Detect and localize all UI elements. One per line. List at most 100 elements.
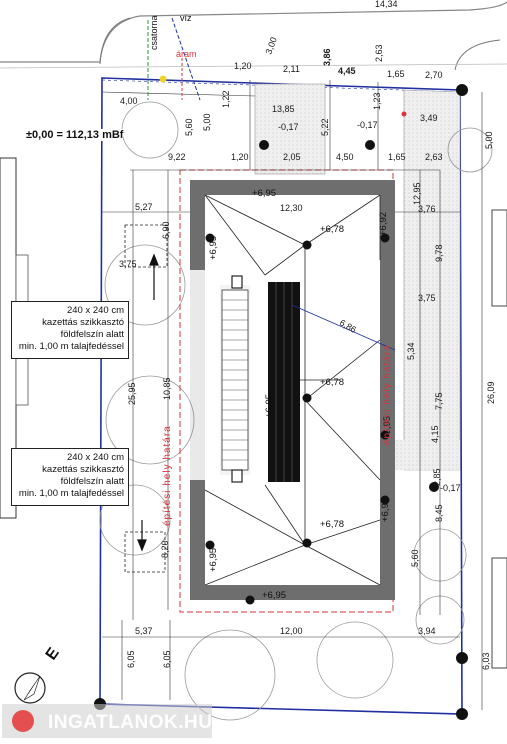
utility-point [159,75,167,83]
dim-text: 12,00 [280,626,303,636]
level-marker [429,482,439,492]
dim-text: -0,17 [278,122,299,132]
roof-line [204,194,306,246]
level-text: +6,78 [320,519,344,530]
dim-text: 1,20 [234,61,252,71]
watermark-text: INGATLANOK.HU [48,712,213,733]
dim-text: 3,00 [264,36,279,56]
level-marker [245,595,255,605]
dim-text: 2,05 [283,152,301,162]
dim-text: 9,78 [434,244,444,262]
level-marker [302,393,312,403]
dim-text: 6,05 [126,650,136,668]
level-marker [380,233,390,243]
dim-text: 9,22 [168,152,186,162]
staircase [221,275,249,483]
roof-line [304,519,381,546]
dim-text: 5,37 [135,626,153,636]
tree [105,375,195,465]
roof-line [304,339,381,401]
dim-text: 12,30 [280,203,303,213]
dim-text: 2,63 [374,44,384,62]
dim-text: 2,85 [432,468,442,486]
level-marker [380,495,390,505]
soakaway-box-top [124,224,168,268]
note-line: kazettás szikkasztó [42,464,124,475]
level-marker [302,538,312,548]
dim-text: 3,86 [322,48,332,66]
dim-text: 2,11 [283,64,300,74]
dim-text: 5,34 [406,342,416,360]
note-line: 240 x 240 cm [66,305,124,316]
roof-line [204,544,306,586]
paved-entry [254,83,326,175]
dim-text: 3,75 [418,293,436,303]
level-marker [259,140,269,150]
level-text: +6,95 [264,394,275,418]
watermark-logo-icon [12,710,34,732]
paved-driveway [403,89,461,471]
solar-panel-array [268,282,300,482]
soakaway-box-bottom [124,531,166,573]
building-site-label-right: építési hely határa [382,344,393,445]
soakaway-note-bottom: 240 x 240 cm kazettás szikkasztó földfel… [11,448,129,506]
dimension-lines [101,80,483,710]
level-marker [365,140,375,150]
note-line: földfelszín alatt [60,476,124,487]
dim-text: 5,22 [320,118,330,136]
roof-line [204,194,266,276]
dim-text: 10,85 [162,377,172,400]
dim-text: 7,75 [434,392,444,410]
tree [316,621,394,699]
level-marker [456,708,468,720]
dim-text: 4,50 [336,152,354,162]
note-line: min. 1,00 m talajfedéssel [18,488,124,499]
level-text: +6,78 [320,224,344,235]
note-line: 240 x 240 cm [66,452,124,463]
roof-line [264,484,306,546]
dim-line [101,91,256,97]
neighbour-building-right-2 [491,557,507,669]
dim-text: 3,75 [119,259,137,269]
dim-text: -0,17 [440,483,461,493]
level-marker [456,84,468,96]
level-marker [205,540,215,550]
dim-text: 1,22 [221,90,231,108]
dim-text: 5,60 [410,549,420,567]
dim-text: 3,94 [418,626,436,636]
dim-text: 14,34 [375,0,398,9]
dim-text: 4,15 [430,425,440,443]
north-arrow-icon [14,672,46,704]
level-text: +6,95 [380,498,391,522]
dim-text: 2,63 [425,152,443,162]
roof-line [304,544,381,586]
dim-text: 3,49 [420,113,438,123]
dim-text: 1,20 [231,152,249,162]
dim-text: 1,23 [372,92,382,110]
level-text: +6,95 [252,188,276,199]
roof-line [304,194,381,246]
roof-line [204,489,306,546]
street-corner-left [99,17,131,65]
dim-text: 6,90 [161,221,171,239]
street-line [0,63,507,69]
building-site-label-left: építési hely határa [162,425,173,526]
dim-text: 4,00 [120,96,138,106]
watermark: INGATLANOK.HU [2,704,212,738]
level-marker [456,652,468,664]
note-line: földfelszín alatt [60,329,124,340]
note-line: kazettás szikkasztó [42,317,124,328]
dim-text: 2,70 [425,70,443,80]
arrow-up-icon [149,253,159,300]
utility-point [401,111,407,117]
dim-text: 5,60 [184,118,194,136]
utility-label-aram: áram [176,49,197,59]
dim-text: 5,27 [135,202,153,212]
level-text: +6,95 [262,590,286,601]
dim-text: 26,09 [486,381,496,404]
roof-line [304,399,381,481]
roof-lines [204,194,381,586]
e-label: E [43,645,63,664]
tree [447,127,493,173]
